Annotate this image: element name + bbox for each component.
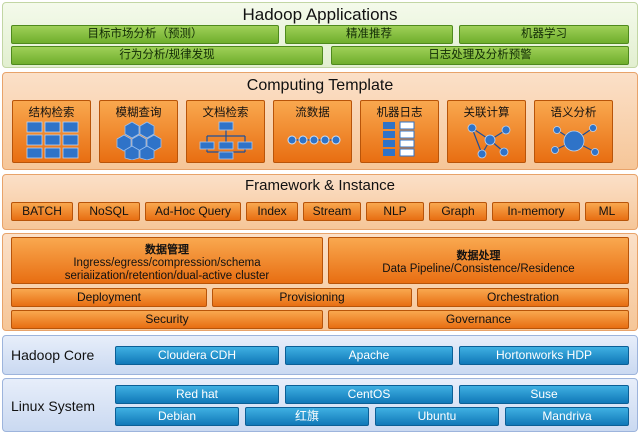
fw-nosql: NoSQL bbox=[78, 202, 140, 221]
app-target-market: 目标市场分析（预测） bbox=[11, 25, 279, 44]
linux-redhat: Red hat bbox=[115, 385, 279, 404]
ct-label: 机器日志 bbox=[376, 107, 423, 119]
framework-title: Framework & Instance bbox=[244, 177, 396, 194]
applications-layer: Hadoop Applications 目标市场分析（预测） 精准推荐 机器学习… bbox=[2, 2, 638, 68]
linux-mandriva: Mandriva bbox=[505, 407, 629, 426]
ct-label: 关联计算 bbox=[463, 107, 510, 119]
grid-cubes-icon bbox=[26, 121, 79, 159]
app-precise-recommendation: 精准推荐 bbox=[285, 25, 453, 44]
dm-orchestration: Orchestration bbox=[417, 288, 629, 307]
dm-governance: Governance bbox=[328, 310, 629, 329]
app-log-processing: 日志处理及分析预警 bbox=[331, 46, 629, 65]
linux-centos: CentOS bbox=[285, 385, 453, 404]
ct-structured-search: 结构检索 bbox=[12, 100, 91, 163]
ct-fuzzy-query: 模糊查询 bbox=[99, 100, 178, 163]
data-processing-box: 数据处理 Data Pipeline/Consistence/Residence bbox=[328, 237, 629, 284]
data-management-box: 数据管理 Ingress/egress/compression/schema s… bbox=[11, 237, 323, 284]
linux-redflag: 红旗 bbox=[245, 407, 369, 426]
fw-adhoc-query: Ad-Hoc Query bbox=[145, 202, 241, 221]
ct-label: 结构检索 bbox=[28, 107, 75, 119]
linux-debian: Debian bbox=[115, 407, 239, 426]
framework-layer: Framework & Instance BATCH NoSQL Ad-Hoc … bbox=[2, 174, 638, 230]
semantic-network-icon bbox=[551, 124, 599, 156]
log-stack-icon bbox=[383, 121, 415, 157]
ct-document-search: 文档检索 bbox=[186, 100, 265, 163]
linux-ubuntu: Ubuntu bbox=[375, 407, 499, 426]
hexagon-cluster-icon bbox=[116, 121, 162, 160]
fw-batch: BATCH bbox=[11, 202, 73, 221]
linux-suse: Suse bbox=[459, 385, 629, 404]
dm-security: Security bbox=[11, 310, 323, 329]
dm-deployment: Deployment bbox=[11, 288, 207, 307]
fw-nlp: NLP bbox=[366, 202, 424, 221]
app-machine-learning: 机器学习 bbox=[459, 25, 629, 44]
ct-label: 流数据 bbox=[295, 107, 330, 119]
fw-in-memory: In-memory bbox=[492, 202, 580, 221]
ct-label: 文档检索 bbox=[202, 107, 249, 119]
ct-label: 模糊查询 bbox=[115, 107, 162, 119]
ct-semantic-analysis: 语义分析 bbox=[534, 100, 613, 163]
computing-template-layer: Computing Template 结构检索 模糊查询 文档检 bbox=[2, 72, 638, 170]
ct-association-compute: 关联计算 bbox=[447, 100, 526, 163]
linux-title: Linux System bbox=[11, 398, 96, 414]
hadoop-core-title: Hadoop Core bbox=[11, 347, 95, 363]
linux-layer: Linux System Red hat CentOS Suse Debian … bbox=[2, 378, 638, 432]
tree-hierarchy-icon bbox=[199, 121, 253, 160]
computing-template-title: Computing Template bbox=[246, 77, 394, 94]
ct-label: 语义分析 bbox=[550, 107, 597, 119]
network-graph-icon bbox=[467, 123, 511, 159]
core-apache: Apache bbox=[285, 346, 453, 365]
core-hortonworks: Hortonworks HDP bbox=[459, 346, 629, 365]
core-cloudera: Cloudera CDH bbox=[115, 346, 279, 365]
ct-machine-log: 机器日志 bbox=[360, 100, 439, 163]
hadoop-core-layer: Hadoop Core Cloudera CDH Apache Hortonwo… bbox=[2, 335, 638, 375]
fw-ml: ML bbox=[585, 202, 629, 221]
data-management-line: Ingress/egress/compression/schema bbox=[73, 257, 261, 269]
data-management-title: 数据管理 bbox=[145, 244, 189, 256]
fw-index: Index bbox=[246, 202, 298, 221]
data-processing-line: Data Pipeline/Consistence/Residence bbox=[382, 263, 575, 275]
data-management-layer: 数据管理 Ingress/egress/compression/schema s… bbox=[2, 233, 638, 331]
data-management-line: seriaiization/retention/dual-active clus… bbox=[64, 270, 270, 282]
fw-stream: Stream bbox=[303, 202, 361, 221]
fw-graph: Graph bbox=[429, 202, 487, 221]
ct-stream-data: 流数据 bbox=[273, 100, 352, 163]
app-behavior-analysis: 行为分析/规律发现 bbox=[11, 46, 323, 65]
stream-dots-icon bbox=[287, 135, 341, 145]
applications-title: Hadoop Applications bbox=[242, 5, 398, 24]
dm-provisioning: Provisioning bbox=[212, 288, 412, 307]
data-processing-title: 数据处理 bbox=[456, 250, 501, 262]
